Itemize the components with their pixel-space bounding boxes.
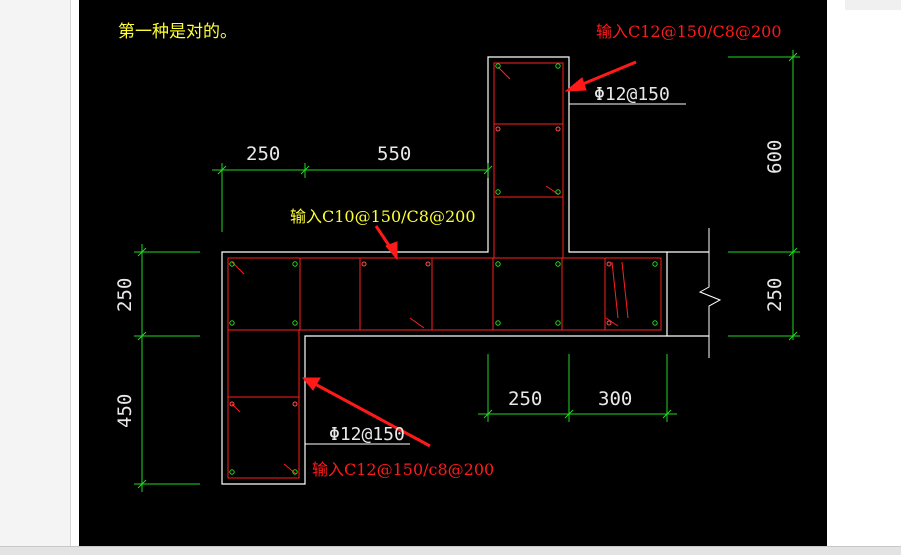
cad-canvas[interactable] xyxy=(79,0,827,546)
intermediate-bars xyxy=(229,126,612,407)
section-outline xyxy=(221,56,709,485)
note-middle: 输入C10@150/C8@200 xyxy=(290,207,476,226)
left-divider xyxy=(70,0,80,546)
left-gutter xyxy=(0,0,70,546)
annotation-text: 第一种是对的。 输入C12@150/C8@200 输入C10@150/C8@20… xyxy=(114,22,786,479)
note-top-right: 输入C12@150/C8@200 xyxy=(596,22,782,41)
dim-top-right: 550 xyxy=(377,143,411,165)
dim-left-lower: 450 xyxy=(114,394,136,428)
break-line xyxy=(698,228,722,358)
annotation-arrows xyxy=(301,60,637,448)
bar-label-upper: Φ12@150 xyxy=(594,84,670,105)
dim-bottom-left: 250 xyxy=(508,388,542,410)
dim-right-upper: 600 xyxy=(764,140,786,174)
leader-lines xyxy=(305,103,686,445)
right-pane xyxy=(827,0,901,546)
rebar-layer xyxy=(227,62,662,479)
bar-label-lower: Φ12@150 xyxy=(329,424,405,445)
dim-right-lower: 250 xyxy=(764,278,786,312)
note-bottom: 输入C12@150/c8@200 xyxy=(312,460,494,479)
dim-top-left: 250 xyxy=(246,143,280,165)
dim-bottom-right: 300 xyxy=(598,388,632,410)
corner-bars xyxy=(229,63,658,475)
dim-left-upper: 250 xyxy=(114,278,136,312)
horizontal-scrollbar[interactable] xyxy=(0,546,901,555)
note-top-left: 第一种是对的。 xyxy=(118,22,237,42)
dimension-lines xyxy=(134,50,800,492)
